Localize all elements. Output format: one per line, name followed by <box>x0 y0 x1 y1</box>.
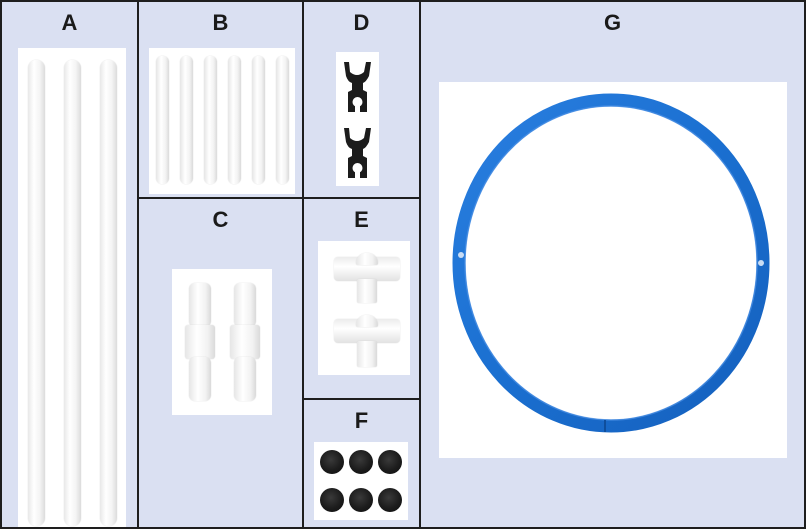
panel-e-photo <box>318 241 410 375</box>
short-pipe <box>276 56 289 184</box>
tee-connector <box>334 253 400 303</box>
long-pipe <box>100 60 117 526</box>
short-pipe <box>228 56 241 184</box>
end-cap <box>320 488 344 512</box>
panel-d-label: D <box>304 10 419 36</box>
straight-coupler <box>185 283 215 401</box>
end-cap <box>349 450 373 474</box>
short-pipe <box>252 56 265 184</box>
panel-d-photo <box>336 52 379 186</box>
end-cap <box>320 450 344 474</box>
panel-b-label: B <box>139 10 302 36</box>
panel-c: C <box>137 197 304 529</box>
end-cap <box>378 450 402 474</box>
panel-a: A <box>0 0 139 529</box>
short-pipe <box>180 56 193 184</box>
panel-b-photo <box>149 48 295 194</box>
end-cap <box>378 488 402 512</box>
panel-d: D <box>302 0 421 199</box>
black-clip <box>336 124 379 184</box>
panel-g-photo <box>439 82 787 458</box>
panel-f-photo <box>314 442 408 520</box>
panel-c-photo <box>172 269 272 415</box>
panel-g: G <box>419 0 806 529</box>
short-pipe <box>204 56 217 184</box>
panel-f: F <box>302 398 421 529</box>
panel-b: B <box>137 0 304 199</box>
blue-ring <box>439 82 787 458</box>
end-cap <box>349 488 373 512</box>
tee-connector <box>334 315 400 367</box>
panel-g-label: G <box>421 10 804 36</box>
short-pipe <box>156 56 169 184</box>
long-pipe <box>64 60 81 526</box>
panel-f-label: F <box>304 408 419 434</box>
straight-coupler <box>230 283 260 401</box>
panel-e-label: E <box>304 207 419 233</box>
panel-a-photo <box>18 48 126 527</box>
panel-a-label: A <box>2 10 137 36</box>
panel-c-label: C <box>139 207 302 233</box>
panel-e: E <box>302 197 421 400</box>
black-clip <box>336 58 379 118</box>
long-pipe <box>28 60 45 526</box>
